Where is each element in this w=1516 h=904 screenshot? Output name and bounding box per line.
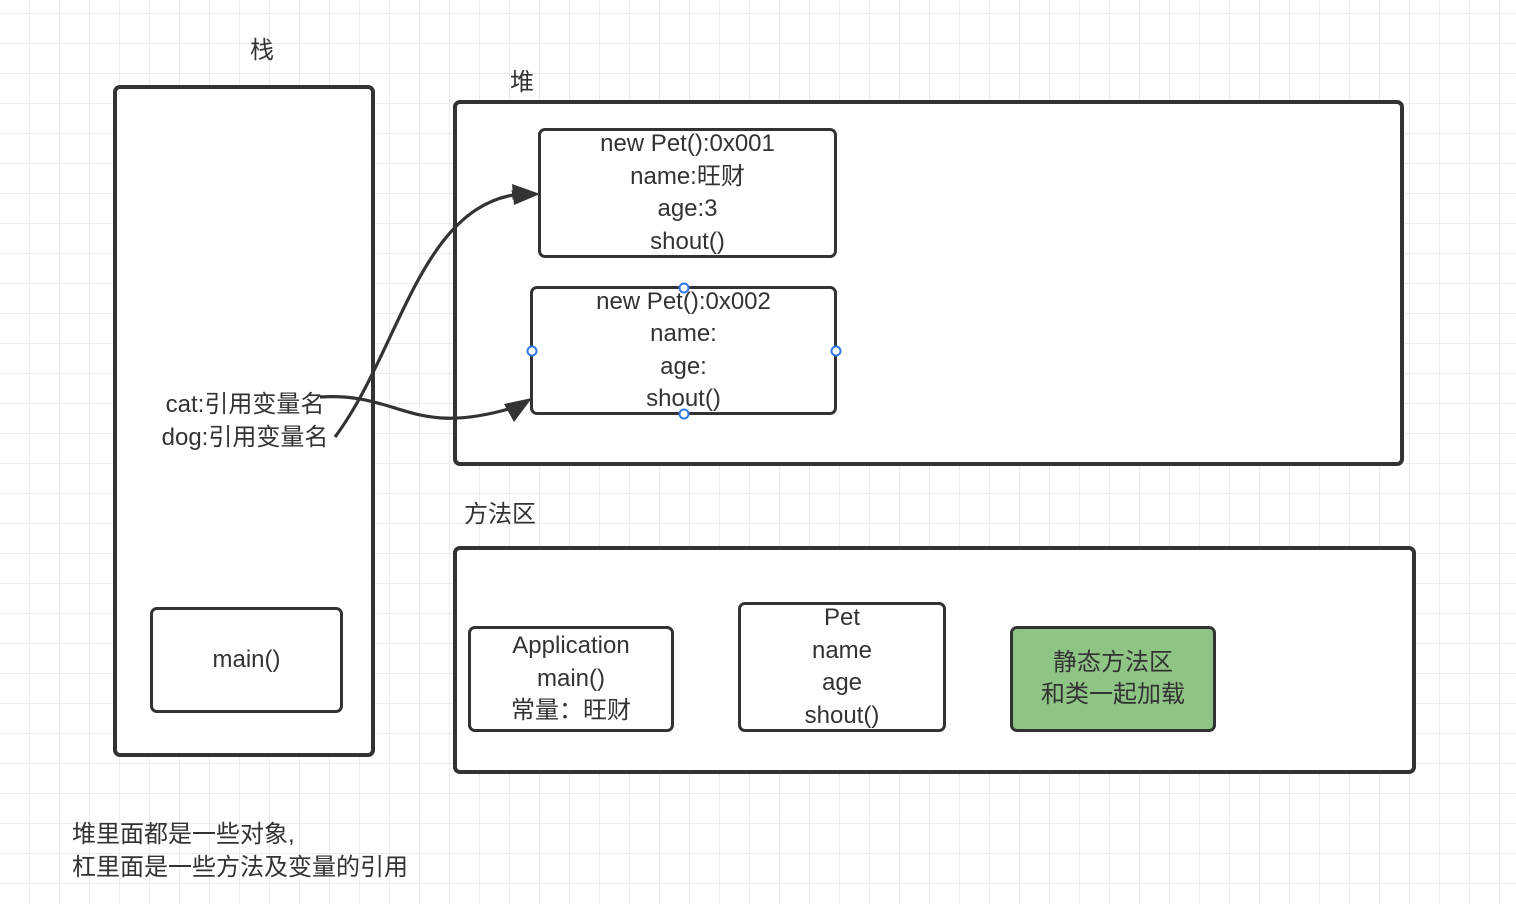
static-area-line-2: 和类一起加载 bbox=[1041, 681, 1185, 708]
object-header: new Pet():0x001 bbox=[600, 130, 775, 157]
class-field-age: age bbox=[821, 669, 863, 696]
object-field-age: age: bbox=[660, 352, 707, 380]
dog-reference[interactable]: dog:引用变量名 bbox=[161, 424, 329, 451]
heap-title: 堆 bbox=[510, 69, 534, 96]
cat-reference[interactable]: cat:引用变量名 bbox=[165, 391, 325, 418]
heap-object-0x001[interactable]: new Pet():0x001 name:旺财 age:3 shout() bbox=[538, 128, 837, 258]
connection-handle-right[interactable] bbox=[830, 345, 842, 357]
stack-references: cat:引用变量名 dog:引用变量名 bbox=[140, 388, 350, 454]
object-field-name: name:旺财 bbox=[630, 162, 745, 190]
object-field-age: age:3 bbox=[657, 195, 718, 222]
heap-object-0x002[interactable]: new Pet():0x002 name: age: shout() bbox=[530, 286, 837, 415]
connection-handle-top[interactable] bbox=[678, 282, 690, 294]
class-field-name: name bbox=[811, 636, 873, 664]
class-name: Application bbox=[512, 632, 630, 660]
main-frame[interactable]: main() bbox=[150, 607, 343, 713]
class-application[interactable]: Application main() 常量：旺财 bbox=[468, 626, 674, 732]
stack-title: 栈 bbox=[250, 37, 274, 64]
class-method: main() bbox=[536, 664, 605, 692]
static-method-area[interactable]: 静态方法区 和类一起加载 bbox=[1010, 626, 1216, 732]
object-method-shout: shout() bbox=[650, 227, 725, 255]
class-method-shout: shout() bbox=[804, 701, 880, 729]
connection-handle-bottom[interactable] bbox=[678, 408, 690, 420]
static-area-line-1: 静态方法区 bbox=[1053, 648, 1173, 676]
object-method-shout: shout() bbox=[646, 385, 721, 412]
connection-handle-left[interactable] bbox=[526, 345, 538, 357]
note-line-1: 堆里面都是一些对象, bbox=[72, 821, 295, 848]
note-line-2: 杠里面是一些方法及变量的引用 bbox=[72, 854, 408, 881]
main-frame-label: main() bbox=[212, 645, 281, 673]
class-pet[interactable]: Pet name age shout() bbox=[738, 602, 946, 732]
class-name: Pet bbox=[823, 604, 861, 631]
object-field-name: name: bbox=[650, 320, 717, 347]
method-area-title: 方法区 bbox=[464, 501, 536, 528]
explanation-note[interactable]: 堆里面都是一些对象, 杠里面是一些方法及变量的引用 bbox=[72, 818, 408, 884]
class-constant: 常量：旺财 bbox=[511, 697, 631, 725]
